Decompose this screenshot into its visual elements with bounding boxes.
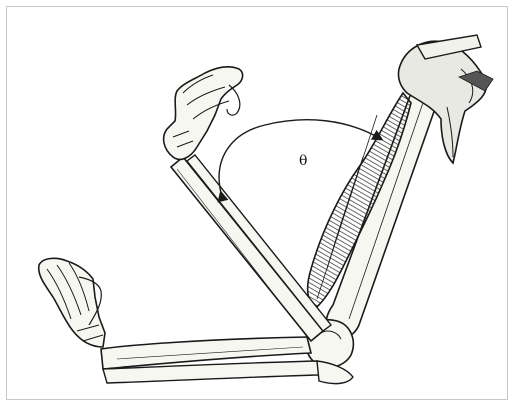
- figure-frame: θ: [6, 6, 508, 400]
- angle-label-theta: θ: [299, 153, 307, 169]
- arm-diagram: θ: [7, 7, 507, 399]
- raised-forearm: [171, 155, 331, 341]
- lowered-hand: [39, 258, 105, 347]
